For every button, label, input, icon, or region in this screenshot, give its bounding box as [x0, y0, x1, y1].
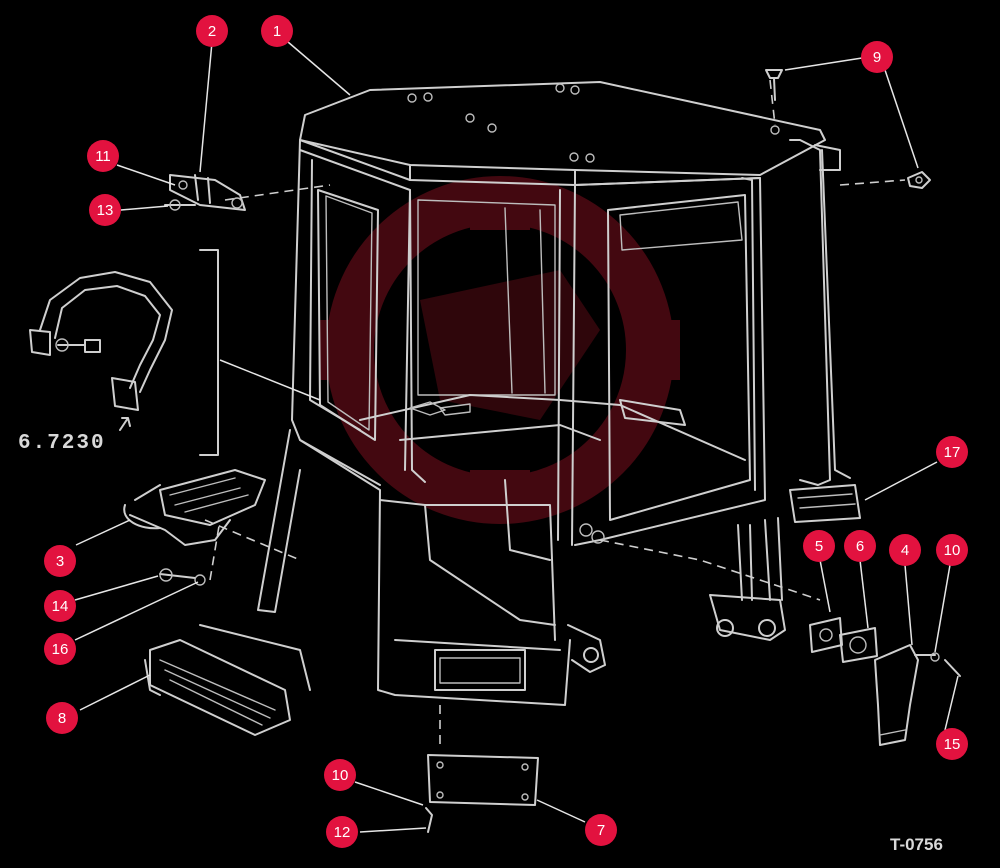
callout-2: 2: [196, 15, 228, 47]
plate-part-7: [425, 754, 539, 833]
callout-3: 3: [44, 545, 76, 577]
svg-text:7: 7: [597, 822, 605, 839]
inset-part-number: 6.7230: [18, 432, 106, 455]
svg-text:14: 14: [52, 598, 69, 615]
svg-text:10: 10: [332, 767, 349, 784]
callout-9: 9: [861, 41, 893, 73]
callout-8: 8: [46, 702, 78, 734]
watermark-gear-logo: [320, 176, 680, 524]
callout-11: 11: [87, 140, 119, 172]
svg-text:2: 2: [208, 23, 216, 40]
leader-lines: [74, 41, 959, 833]
svg-text:11: 11: [95, 148, 111, 165]
figure-code: T-0756: [890, 835, 943, 854]
callout-7: 7: [585, 814, 617, 846]
svg-text:13: 13: [97, 202, 114, 219]
callout-1: 1: [261, 15, 293, 47]
svg-text:9: 9: [873, 49, 881, 66]
callout-5: 5: [803, 530, 835, 562]
screw-part-9: [765, 69, 931, 189]
callout-15: 15: [936, 728, 968, 760]
callout-17: 17: [936, 436, 968, 468]
callout-4: 4: [889, 534, 921, 566]
svg-text:1: 1: [273, 23, 281, 40]
bracket-part-2: [169, 174, 246, 211]
callouts: 1 2 9 11 13 17 5 6: [44, 15, 968, 848]
svg-text:4: 4: [901, 542, 909, 559]
step-part-17: [789, 484, 861, 523]
step-part-8: [144, 624, 311, 736]
callout-10-right: 10: [936, 534, 968, 566]
cab-frame: [204, 79, 906, 745]
bolt-part-14: [159, 568, 206, 586]
svg-text:10: 10: [944, 542, 961, 559]
callout-10-bottom: 10: [324, 759, 356, 791]
bolt-part-13: [164, 199, 196, 211]
svg-text:12: 12: [334, 824, 351, 841]
svg-text:5: 5: [815, 538, 823, 555]
svg-text:15: 15: [944, 736, 961, 753]
svg-text:6: 6: [856, 538, 864, 555]
callout-14: 14: [44, 590, 76, 622]
callout-12: 12: [326, 816, 358, 848]
svg-text:3: 3: [56, 553, 64, 570]
svg-text:8: 8: [58, 710, 66, 727]
grab-handle-inset: [29, 249, 321, 456]
step-part-3: [123, 469, 266, 546]
svg-text:16: 16: [52, 641, 69, 658]
svg-text:17: 17: [944, 444, 961, 461]
callout-13: 13: [89, 194, 121, 226]
callout-16: 16: [44, 633, 76, 665]
mirror-bracket-parts: [809, 617, 961, 746]
callout-6: 6: [844, 530, 876, 562]
